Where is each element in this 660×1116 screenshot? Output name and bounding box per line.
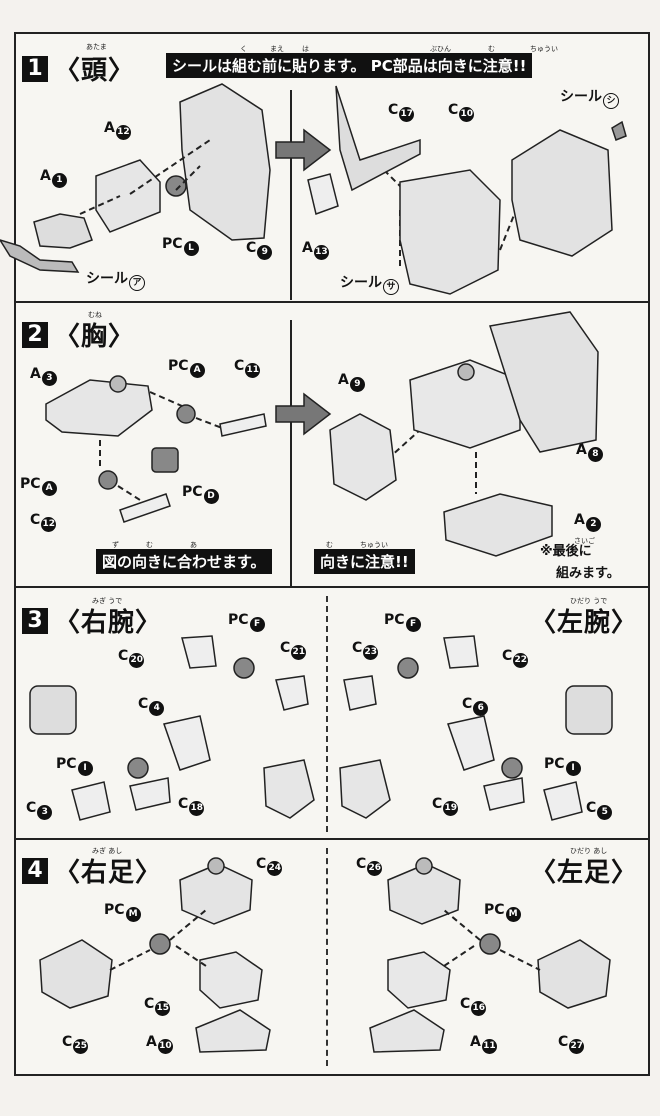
head-assembly-drawing bbox=[307, 85, 627, 295]
title-ruby: みぎ あし bbox=[92, 847, 123, 855]
step-number: 4 bbox=[22, 858, 48, 884]
step-number: 2 bbox=[22, 322, 48, 348]
chest-left-drawing bbox=[45, 375, 267, 523]
sticker-warning-banner: シールは組む前に貼ります。 PC部品は向きに注意!! bbox=[166, 53, 533, 78]
step-title-right-leg: 〈右足〉 bbox=[54, 858, 163, 888]
right-leg-drawing bbox=[39, 857, 271, 1053]
left-leg-drawing bbox=[369, 857, 611, 1053]
banner-ruby: む bbox=[488, 45, 495, 53]
banner-ruby: あ bbox=[190, 541, 197, 549]
assembly-note: 組みます。 bbox=[556, 566, 620, 581]
step-number: 3 bbox=[22, 608, 48, 634]
note-ruby: さいご bbox=[574, 537, 595, 545]
banner-ruby: まえ bbox=[270, 45, 284, 53]
step-title-right-arm: 〈右腕〉 bbox=[54, 608, 163, 638]
step-arrow-icon bbox=[275, 128, 332, 172]
sticker-label: シールシ bbox=[560, 86, 619, 109]
title-ruby: ひだり あし bbox=[570, 847, 608, 855]
right-arm-drawing bbox=[29, 635, 315, 821]
left-leg-dashes bbox=[443, 909, 541, 971]
title-ruby: ひだり うで bbox=[570, 597, 608, 605]
banner-ruby: く bbox=[240, 45, 247, 53]
title-ruby: あたま bbox=[86, 43, 107, 51]
banner-ruby: は bbox=[302, 45, 309, 53]
step-title: 〈頭〉 bbox=[54, 56, 136, 86]
banner-ruby: ぶひん bbox=[430, 45, 451, 53]
column-divider-dashed bbox=[326, 848, 328, 1066]
banner-ruby: ちゅうい bbox=[360, 541, 388, 549]
assembly-note: ※最後に bbox=[540, 544, 592, 559]
section-divider bbox=[14, 586, 650, 588]
caution-banner: 向きに注意!! bbox=[314, 549, 415, 574]
column-divider-dashed bbox=[326, 596, 328, 832]
sticker-label: シールサ bbox=[340, 272, 399, 295]
left-arm-drawing bbox=[339, 635, 613, 821]
assembly-arrow-dashes bbox=[99, 391, 477, 501]
section-divider bbox=[14, 838, 650, 840]
orientation-banner: 図の向きに合わせます。 bbox=[96, 549, 272, 574]
right-leg-dashes bbox=[109, 909, 207, 971]
section-divider bbox=[14, 301, 650, 303]
step-title-left-leg: 〈左足〉 bbox=[530, 858, 639, 888]
title-ruby: みぎ うで bbox=[92, 597, 123, 605]
column-divider bbox=[290, 320, 292, 586]
banner-ruby: む bbox=[326, 541, 333, 549]
banner-ruby: む bbox=[146, 541, 153, 549]
banner-ruby: ちゅうい bbox=[530, 45, 558, 53]
head-face-part-drawing bbox=[0, 83, 271, 273]
step-title: 〈胸〉 bbox=[54, 322, 136, 352]
banner-ruby: ず bbox=[112, 541, 119, 549]
step-title-left-arm: 〈左腕〉 bbox=[530, 608, 639, 638]
sticker-label: シールア bbox=[86, 268, 145, 291]
chest-assembly-drawing bbox=[329, 311, 599, 557]
step-number: 1 bbox=[22, 56, 48, 82]
column-divider bbox=[290, 90, 292, 300]
step-arrow-icon bbox=[275, 392, 332, 436]
title-ruby: むね bbox=[88, 311, 102, 319]
